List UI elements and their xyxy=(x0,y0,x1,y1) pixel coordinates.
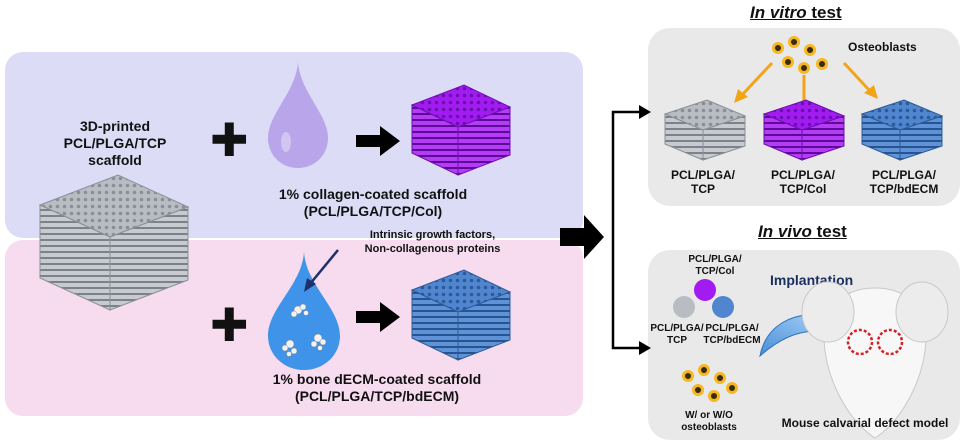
purple-disc xyxy=(694,279,716,301)
purple-scaffold-small xyxy=(762,99,846,161)
disc-label-tcp: PCL/PLGA/TCP xyxy=(650,323,704,346)
plus-icon: ✚ xyxy=(210,114,249,166)
gray-disc xyxy=(673,296,695,318)
scaffold-label-bdecm: PCL/PLGA/TCP/bdECM xyxy=(869,168,939,196)
osteoblast-cells-icon xyxy=(682,364,738,402)
gray-scaffold-small xyxy=(663,99,747,161)
big-right-arrow-icon xyxy=(560,215,604,259)
disc-label-col: PCL/PLGA/TCP/Col xyxy=(688,254,742,277)
decm-drop-icon xyxy=(268,252,340,370)
collagen-caption: 1% collagen-coated scaffold (PCL/PLGA/TC… xyxy=(278,186,468,219)
osteoblast-cells-icon xyxy=(772,36,828,74)
mouse-model-label: Mouse calvarial defect model xyxy=(781,416,949,430)
invitro-title: In vitro test xyxy=(750,3,842,22)
collagen-drop-icon xyxy=(268,62,328,168)
decm-caption: 1% bone dECM-coated scaffold (PCL/PLGA/T… xyxy=(272,371,482,404)
scaffold-label: 3D-printed PCL/PLGA/TCP scaffold xyxy=(63,118,167,168)
scaffold-label-col: PCL/PLGA/TCP/Col xyxy=(770,168,835,196)
blue-disc xyxy=(712,296,734,318)
right-arrow-icon xyxy=(356,126,400,156)
purple-scaffold xyxy=(410,84,512,176)
plus-icon: ✚ xyxy=(210,299,249,351)
blue-scaffold-small xyxy=(860,99,944,161)
osteoblasts-label: Osteoblasts xyxy=(848,40,917,54)
right-arrow-icon xyxy=(356,302,400,332)
blue-scaffold xyxy=(410,269,512,361)
pointer-arrow-icon xyxy=(304,249,339,292)
branch-connector xyxy=(611,105,651,355)
invivo-title: In vivo test xyxy=(758,222,847,241)
disc-label-bdecm: PCL/PLGA/TCP/bdECM xyxy=(703,323,761,346)
scaffold-label-tcp: PCL/PLGA/TCP xyxy=(670,168,735,196)
mouse-icon xyxy=(801,281,949,439)
decm-note: Intrinsic growth factors, Non-collagenou… xyxy=(364,229,501,255)
gray-scaffold-large xyxy=(38,174,190,311)
